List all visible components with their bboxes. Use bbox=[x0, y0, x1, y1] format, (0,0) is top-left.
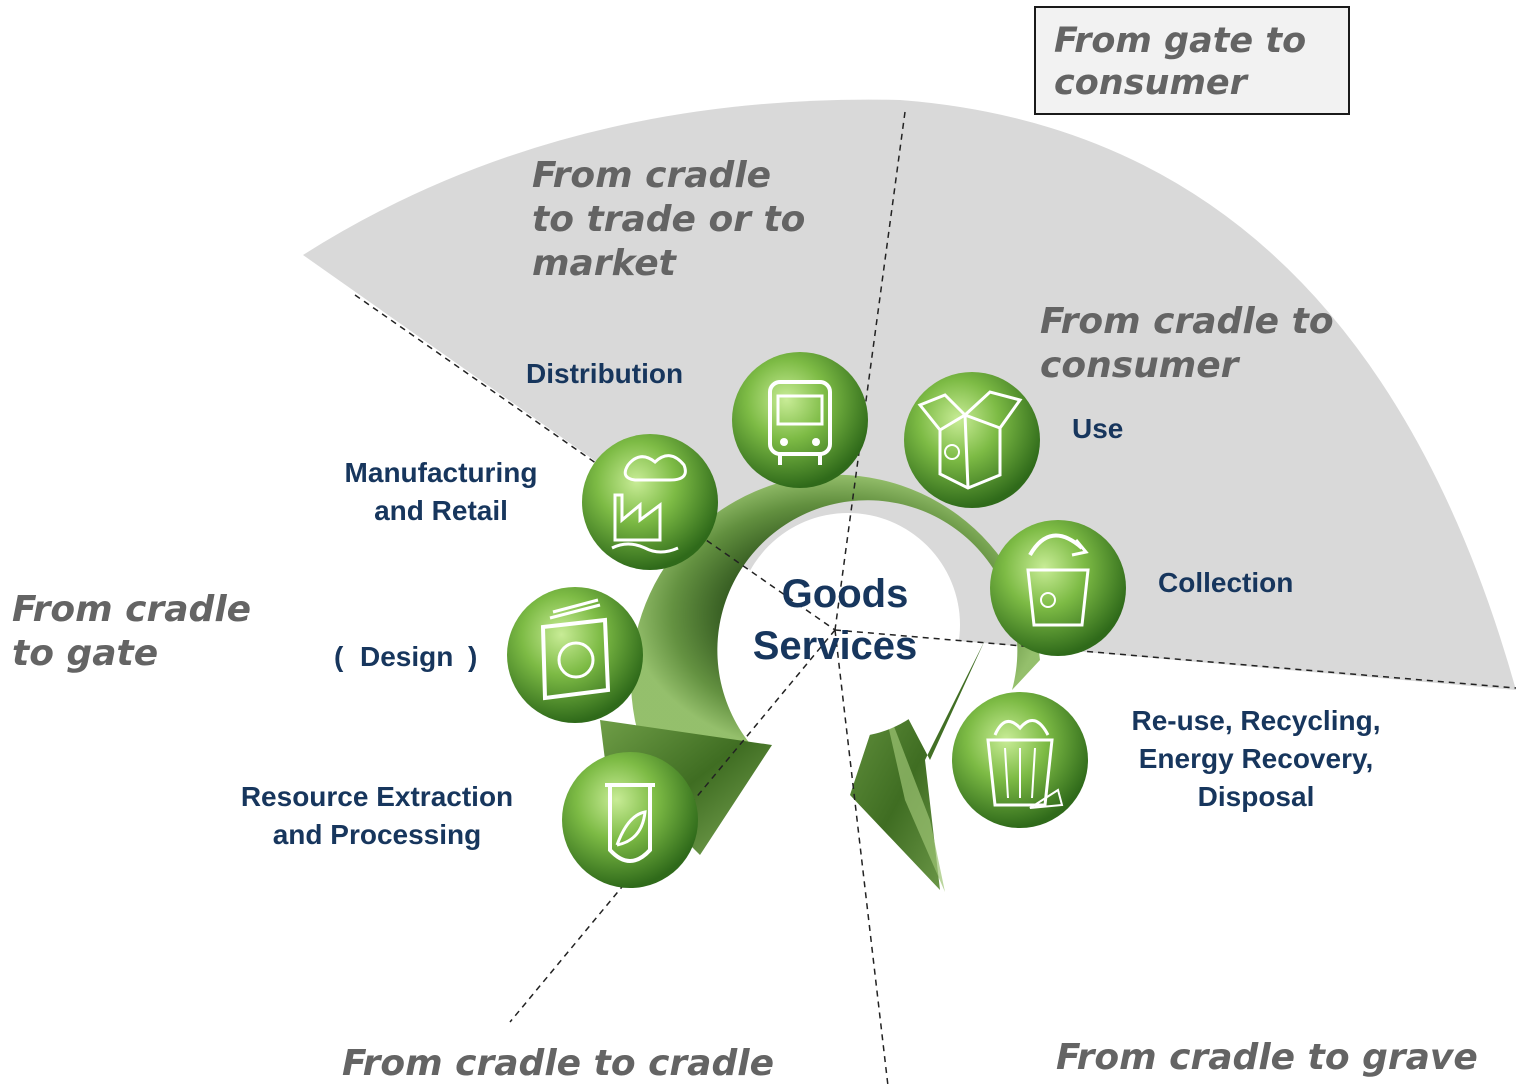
stage-label-distribution: Distribution bbox=[526, 358, 684, 389]
scope-cradle-to-trade: From cradle to trade or to market bbox=[532, 155, 806, 284]
open-box-recycle-icon bbox=[904, 372, 1040, 508]
scope-cradle-to-grave: From cradle to grave bbox=[1056, 1037, 1478, 1078]
scope-cradle-to-gate: From cradle to gate bbox=[12, 589, 252, 674]
stage-label-design-close: ) bbox=[468, 641, 478, 672]
scope-gate-to-consumer: From gate to consumer bbox=[1054, 21, 1307, 103]
stage-label-design: Design bbox=[360, 641, 454, 672]
gate-to-consumer-box bbox=[1034, 6, 1350, 115]
collection-box-icon bbox=[990, 520, 1126, 656]
test-tube-leaf-icon bbox=[562, 752, 698, 888]
scope-cradle-to-cradle: From cradle to cradle bbox=[342, 1043, 774, 1084]
stage-label-use: Use bbox=[1072, 413, 1124, 444]
stage-label-end-of-life: Re-use, Recycling, Energy Recovery, Disp… bbox=[1131, 705, 1381, 812]
market-consumer-sector bbox=[303, 99, 1516, 690]
factory-icon bbox=[582, 434, 718, 570]
center-services: Services bbox=[752, 624, 918, 668]
bus-icon bbox=[732, 352, 868, 488]
stage-label-manufacturing: Manufacturing and Retail bbox=[344, 457, 538, 526]
stage-label-resource: Resource Extraction and Processing bbox=[240, 781, 514, 850]
scope-cradle-to-consumer: From cradle to consumer bbox=[1040, 301, 1334, 386]
washing-machine-recycle-icon bbox=[507, 587, 643, 723]
trash-bin-recycle-icon bbox=[952, 692, 1088, 828]
stage-label-design-open: ( bbox=[334, 641, 344, 672]
center-goods: Goods bbox=[781, 572, 909, 616]
stage-label-collection: Collection bbox=[1158, 567, 1294, 598]
